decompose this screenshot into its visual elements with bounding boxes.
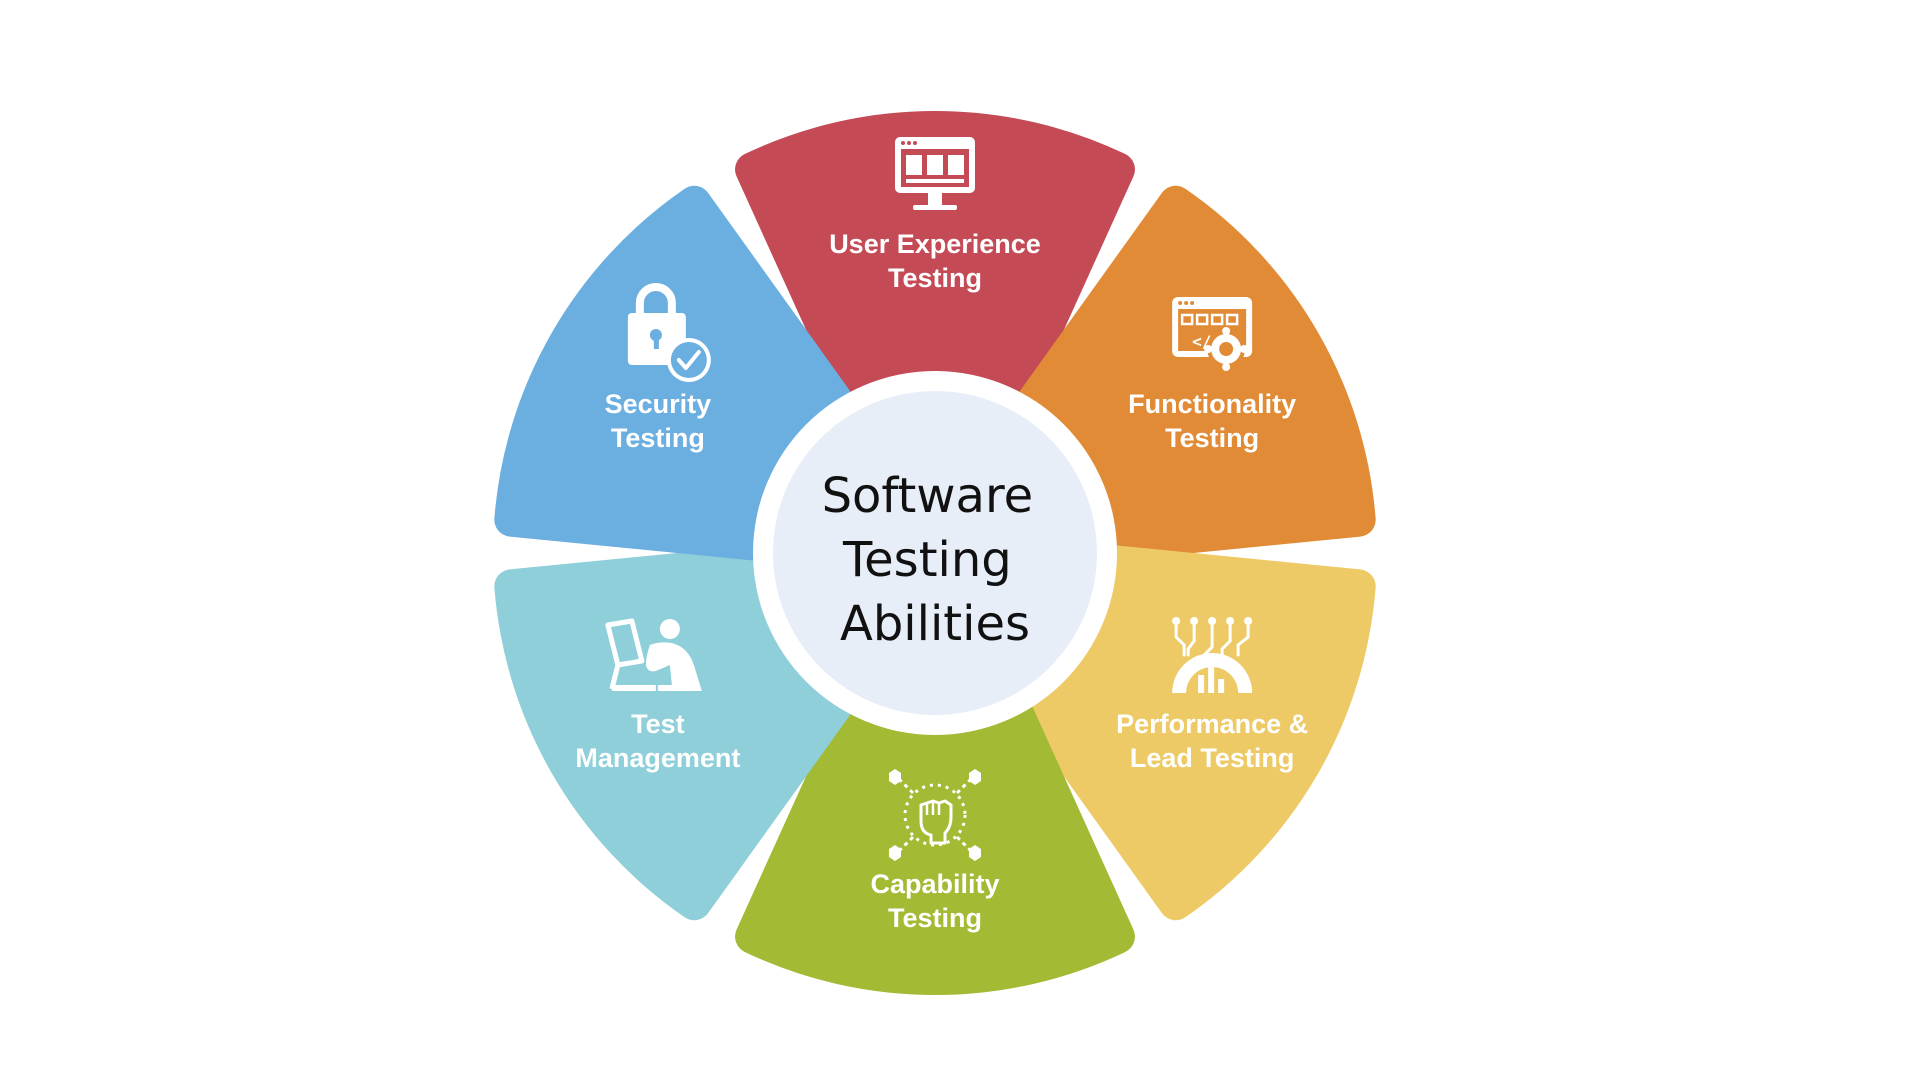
segment-user-experience-label-line-2: Testing [888, 263, 982, 293]
segment-security-label-line-1: Security [605, 389, 712, 419]
code-gear-icon: </> [1172, 297, 1253, 371]
person-laptop-icon [605, 618, 702, 691]
segment-capability-label-line-2: Testing [888, 903, 982, 933]
center-title: Software Testing Abilities [822, 468, 1049, 652]
segment-test-management-label-line-2: Management [575, 743, 740, 773]
segment-capability-label-line-1: Capability [870, 869, 999, 899]
segment-performance-label: Performance & Lead Testing [1116, 709, 1308, 773]
segment-security-label-line-2: Testing [611, 423, 705, 453]
center-title-line-2: Testing [842, 532, 1012, 588]
center-circle [773, 391, 1097, 715]
circuit-speedometer-icon [1172, 617, 1253, 693]
center-title-line-1: Software [822, 468, 1034, 524]
monitor-dashboard-icon [895, 137, 975, 210]
segment-user-experience-label-line-1: User Experience [829, 229, 1041, 259]
center-title-line-3: Abilities [840, 596, 1030, 652]
segment-functionality-label-line-2: Testing [1165, 423, 1259, 453]
segment-test-management-label-line-1: Test [631, 709, 685, 739]
center-hub: Software Testing Abilities [753, 371, 1117, 735]
lock-check-icon [627, 283, 711, 382]
segment-performance: Performance & Lead Testing [1017, 545, 1376, 921]
segment-performance-label-line-1: Performance & [1116, 709, 1308, 739]
segment-functionality-label-line-1: Functionality [1128, 389, 1296, 419]
segment-performance-label-line-2: Lead Testing [1130, 743, 1295, 773]
fist-network-icon [889, 769, 981, 861]
